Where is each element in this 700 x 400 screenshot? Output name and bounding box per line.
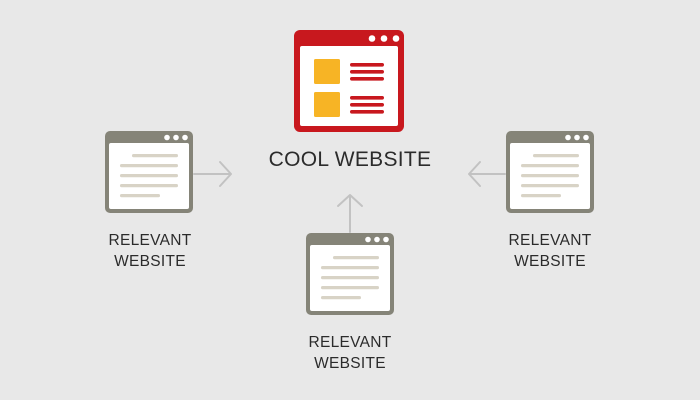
relevant-website-bottom-label: RELEVANT WEBSITE [280,332,420,374]
label-line-2: WEBSITE [314,355,386,372]
relevant-website-bottom-icon [306,233,394,315]
arrow-bottom-to-main [337,194,363,233]
label-line-2: WEBSITE [114,253,186,270]
relevant-website-left-label: RELEVANT WEBSITE [80,230,220,272]
main-website-icon [294,30,404,132]
label-line-1: RELEVANT [308,334,392,351]
arrow-left-to-main [193,161,232,187]
label-line-2: WEBSITE [514,253,586,270]
label-line-1: RELEVANT [108,232,192,249]
arrow-right-to-main [468,161,506,187]
relevant-website-right-icon [506,131,594,213]
relevant-website-right-label: RELEVANT WEBSITE [480,230,620,272]
relevant-website-left-icon [105,131,193,213]
label-line-1: RELEVANT [508,232,592,249]
main-website-label: COOL WEBSITE [268,148,432,171]
